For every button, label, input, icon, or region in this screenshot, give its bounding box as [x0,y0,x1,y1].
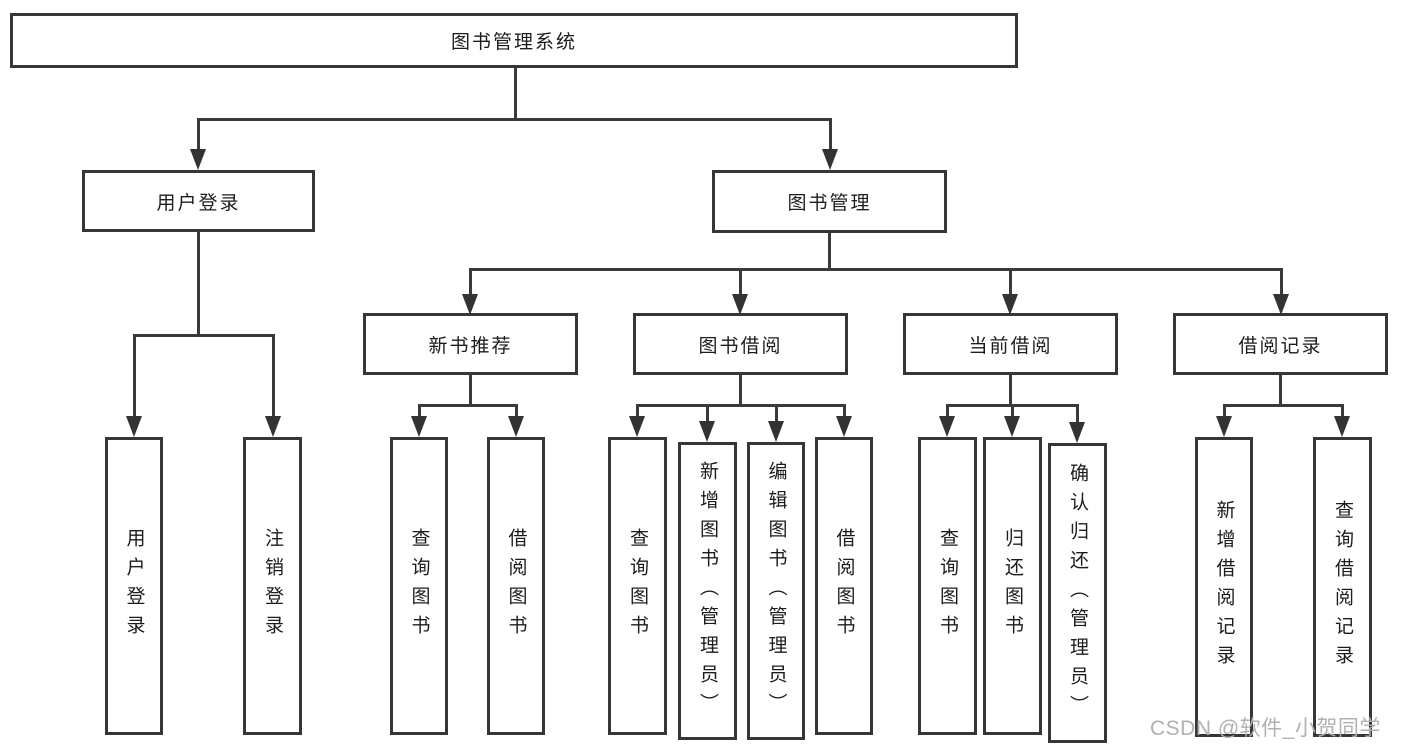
connector-line [197,232,200,337]
arrowhead-icon [126,416,142,437]
leaf-query-books-recommend-label: 查询图书 [408,528,430,644]
node-borrow-records: 借阅记录 [1173,313,1388,375]
arrowhead-icon [1069,422,1085,443]
node-current-borrowing: 当前借阅 [903,313,1118,375]
leaf-query-borrow-record: 查询借阅记录 [1313,437,1372,737]
node-user-login: 用户登录 [82,170,315,232]
connector-line [469,270,472,296]
leaf-query-borrow-record-label: 查询借阅记录 [1332,500,1353,674]
arrowhead-icon [732,294,748,315]
leaf-query-books-current-label: 查询图书 [937,528,958,644]
connector-line [1341,404,1344,418]
connector-line [828,233,831,271]
arrowhead-icon [411,416,427,437]
connector-line [197,118,832,121]
node-book-management-label: 图书管理 [787,193,872,214]
node-book-borrowing-label: 图书借阅 [698,335,783,357]
leaf-query-books-borrowing: 查询图书 [608,437,667,735]
arrowhead-icon [1002,294,1018,315]
leaf-logout-login: 注销登录 [243,437,302,735]
connector-line [197,120,200,152]
node-book-borrowing: 图书借阅 [633,313,848,375]
arrowhead-icon [822,149,838,170]
node-library-system: 图书管理系统 [10,13,1018,68]
arrowhead-icon [629,416,645,437]
connector-line [775,404,778,423]
leaf-add-books-admin-label: 新增图书（管理员） [697,460,718,722]
arrowhead-icon [699,421,715,442]
connector-line [515,404,518,418]
connector-line [1076,404,1079,424]
connector-line [829,120,832,152]
leaf-borrow-books-recommend: 借阅图书 [487,437,545,735]
leaf-user-login-label: 用户登录 [123,528,145,644]
connector-line [514,68,517,121]
leaf-add-borrow-record: 新增借阅记录 [1195,437,1253,737]
connector-line [739,270,742,296]
arrowhead-icon [462,294,478,315]
arrowhead-icon [836,416,852,437]
arrowhead-icon [939,416,955,437]
arrowhead-icon [768,421,784,442]
connector-line [469,268,1283,271]
leaf-edit-books-admin: 编辑图书（管理员） [747,442,805,740]
connector-line [418,404,421,418]
leaf-return-books-label: 归还图书 [1002,528,1023,644]
leaf-logout-login-label: 注销登录 [262,528,283,644]
connector-line [1223,404,1344,407]
csdn-watermark: CSDN @软件_小贺同学 [1150,717,1381,740]
leaf-borrow-books-label: 借阅图书 [833,528,855,644]
leaf-confirm-return-admin-label: 确认归还（管理员） [1067,462,1088,724]
connector-line [1009,375,1012,407]
connector-line [133,334,275,337]
leaf-query-books-recommend: 查询图书 [390,437,448,735]
leaf-add-borrow-record-label: 新增借阅记录 [1213,500,1235,674]
connector-line [133,334,136,418]
leaf-query-books-borrowing-label: 查询图书 [627,528,648,644]
arrowhead-icon [508,416,524,437]
node-borrow-records-label: 借阅记录 [1238,335,1323,357]
node-user-login-label: 用户登录 [156,192,241,214]
leaf-borrow-books-recommend-label: 借阅图书 [505,528,527,644]
leaf-confirm-return-admin: 确认归还（管理员） [1048,443,1107,743]
node-current-borrowing-label: 当前借阅 [968,335,1053,357]
node-new-book-recommend-label: 新书推荐 [428,335,513,357]
node-library-system-label: 图书管理系统 [450,32,577,53]
connector-line [739,375,742,407]
connector-line [1223,404,1226,418]
node-new-book-recommend: 新书推荐 [363,313,578,375]
leaf-edit-books-admin-label: 编辑图书（管理员） [765,460,787,722]
connector-line [1011,404,1014,418]
connector-line [706,404,709,423]
leaf-query-books-current: 查询图书 [918,437,977,735]
arrowhead-icon [1334,416,1350,437]
connector-line [1280,270,1283,296]
connector-line [843,404,846,418]
connector-line [636,404,639,418]
arrowhead-icon [190,149,206,170]
arrowhead-icon [265,416,281,437]
arrowhead-icon [1273,294,1289,315]
node-book-management: 图书管理 [712,170,947,233]
connector-line [946,404,949,418]
connector-line [636,404,846,407]
leaf-return-books: 归还图书 [983,437,1042,735]
leaf-user-login: 用户登录 [105,437,163,735]
connector-line [272,334,275,418]
leaf-add-books-admin: 新增图书（管理员） [678,442,737,740]
connector-line [469,375,472,407]
arrowhead-icon [1004,416,1020,437]
arrowhead-icon [1216,416,1232,437]
connector-line [1009,270,1012,296]
leaf-borrow-books: 借阅图书 [815,437,873,735]
connector-line [418,404,518,407]
connector-line [1279,375,1282,407]
